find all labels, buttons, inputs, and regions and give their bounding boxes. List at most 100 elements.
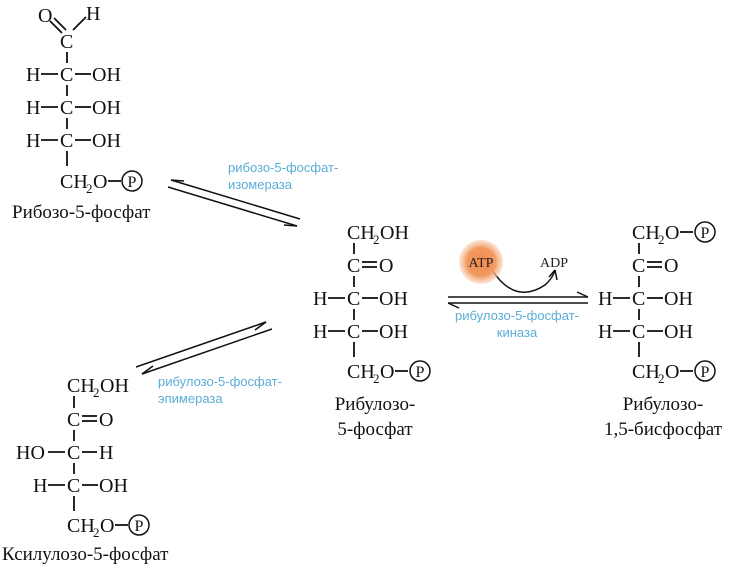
ribulose-5-phosphate-structure: CH 2 OH C O H C OH H C OH CH 2 O P Рибул… xyxy=(313,222,431,440)
atp-to-adp-head-b xyxy=(554,269,558,281)
isomerase-label-line2: изомераза xyxy=(228,177,293,192)
kinase-arrows xyxy=(447,269,589,309)
ribose-phosphate-p: P xyxy=(128,174,137,191)
ribose-c4: C xyxy=(60,130,73,152)
rubp-ch2: CH xyxy=(632,222,660,244)
ribose-aldehyde-h: H xyxy=(86,3,100,25)
rubp-c4-h: H xyxy=(598,321,612,343)
xylulose-ester-o: O xyxy=(100,515,114,537)
xylulose-ch2oh: CH xyxy=(67,375,95,397)
ribose-ester-o: O xyxy=(93,171,107,193)
ribose-c3-oh: OH xyxy=(92,97,121,119)
ribulose-1-5-bisphosphate-name-line2: 1,5-бисфосфат xyxy=(604,419,723,440)
atp-to-adp-head-a xyxy=(548,269,556,278)
ribulose-c4-oh: OH xyxy=(379,321,408,343)
ribose-aldehyde-o: O xyxy=(38,5,52,27)
rubp-c1-phosphate-circle xyxy=(694,221,716,243)
adp-label: ADP xyxy=(540,256,568,271)
epimerase-label-line1: рибулозо-5-фосфат- xyxy=(158,374,282,389)
ribose-co-double-bond-b xyxy=(53,17,67,31)
ribose-c2-oh: OH xyxy=(92,64,121,86)
rubp-ch2-sub: 2 xyxy=(658,232,665,247)
ribulose-c4: C xyxy=(347,321,360,343)
rubp-c4: C xyxy=(632,321,645,343)
xylulose-phosphate-p: P xyxy=(135,518,144,535)
xylulose-ch2: CH xyxy=(67,515,95,537)
kinase-label-line2: киназа xyxy=(497,325,538,340)
rubp-c3: C xyxy=(632,288,645,310)
ribulose-5-phosphate-name-line2: 5-фосфат xyxy=(337,419,413,440)
rubp-c1-ester-o: O xyxy=(665,222,679,244)
ribose-co-double-bond-a xyxy=(49,20,63,34)
rubp-c5-phosphate-circle xyxy=(694,360,716,382)
epimerase-label-line2: эпимераза xyxy=(158,391,223,406)
rubp-c5-ch2: CH xyxy=(632,361,660,383)
atp-label: ATP xyxy=(469,256,494,271)
ribose-ch2-sub: 2 xyxy=(86,181,93,196)
xylulose-phosphate-circle xyxy=(128,514,150,536)
epimerase-equilibrium-arrows xyxy=(135,321,273,375)
epimerase-reverse-head xyxy=(141,365,154,375)
ribose-c4-oh: OH xyxy=(92,130,121,152)
kinase-forward-head xyxy=(576,291,589,298)
isomerase-equilibrium-arrows xyxy=(167,179,301,227)
epimerase-forward-head xyxy=(254,321,267,331)
isomerase-reverse-head xyxy=(170,179,185,182)
atp-to-adp-curve xyxy=(491,269,556,293)
xylulose-ch2oh-sub: 2 xyxy=(93,385,100,400)
ribulose-ch2oh-sub: 2 xyxy=(373,232,380,247)
ribose-ch2: CH xyxy=(60,171,88,193)
rubp-c5-phosphate-p: P xyxy=(701,364,710,381)
rubp-c2: C xyxy=(632,255,645,277)
ribulose-ester-o: O xyxy=(380,361,394,383)
ribulose-c3: C xyxy=(347,288,360,310)
ribulose-5-phosphate-name-line1: Рибулозо- xyxy=(335,394,416,415)
ribose-c3-h: H xyxy=(26,97,40,119)
ribose-5-phosphate-structure: O H C H C OH H C OH H C OH CH 2 O P Рибо… xyxy=(12,3,151,223)
ribose-c3: C xyxy=(60,97,73,119)
ribose-c2: C xyxy=(60,64,73,86)
xylulose-5-phosphate-name: Ксилулозо-5-фосфат xyxy=(2,544,169,565)
ribulose-1-5-bisphosphate-name-line1: Рибулозо- xyxy=(623,394,704,415)
ribose-phosphate-circle xyxy=(121,170,143,192)
ribose-c2-h: H xyxy=(26,64,40,86)
isomerase-forward-head xyxy=(283,224,298,227)
rubp-c1-phosphate-p: P xyxy=(701,225,710,242)
rubp-keto-o: O xyxy=(664,255,678,277)
ribose-c1: C xyxy=(60,31,73,53)
ribulose-c4-h: H xyxy=(313,321,327,343)
ribose-c4-h: H xyxy=(26,130,40,152)
kinase-label-line1: рибулозо-5-фосфат- xyxy=(455,308,579,323)
ribulose-ch2oh: CH xyxy=(347,222,375,244)
ribulose-c2: C xyxy=(347,255,360,277)
xylulose-c3-h: H xyxy=(99,442,113,464)
ribulose-1-5-bisphosphate-structure: CH 2 O P C O H C OH H C OH CH 2 O P Рибу… xyxy=(598,221,723,440)
isomerase-forward-line xyxy=(167,186,298,227)
rubp-c5-ch2-sub: 2 xyxy=(658,371,665,386)
kinase-reverse-head xyxy=(447,302,460,309)
ribulose-ch2-sub: 2 xyxy=(373,371,380,386)
ribulose-phosphate-p: P xyxy=(416,364,425,381)
ribose-ch-bond xyxy=(72,16,87,31)
xylulose-5-phosphate-structure: CH 2 OH C O HO C H H C OH CH 2 O P Ксилу… xyxy=(2,375,169,565)
epimerase-reverse-line xyxy=(141,328,273,375)
rubp-c5-ester-o: O xyxy=(665,361,679,383)
ribulose-phosphate-circle xyxy=(409,360,431,382)
rubp-c4-oh: OH xyxy=(664,321,693,343)
xylulose-c4-oh: OH xyxy=(99,475,128,497)
atp-circle xyxy=(459,240,503,284)
xylulose-c4: C xyxy=(67,475,80,497)
ribulose-ch2: CH xyxy=(347,361,375,383)
xylulose-c3: C xyxy=(67,442,80,464)
isomerase-label-line1: рибозо-5-фосфат- xyxy=(228,160,338,175)
xylulose-c2: C xyxy=(67,409,80,431)
xylulose-c4-h: H xyxy=(33,475,47,497)
ribulose-c3-h: H xyxy=(313,288,327,310)
ribose-5-phosphate-name: Рибозо-5-фосфат xyxy=(12,202,151,223)
ribulose-ch2oh-oh: OH xyxy=(380,222,409,244)
xylulose-ch2-sub: 2 xyxy=(93,525,100,540)
xylulose-ch2oh-oh: OH xyxy=(100,375,129,397)
rubp-c3-oh: OH xyxy=(664,288,693,310)
epimerase-forward-line xyxy=(135,321,267,368)
